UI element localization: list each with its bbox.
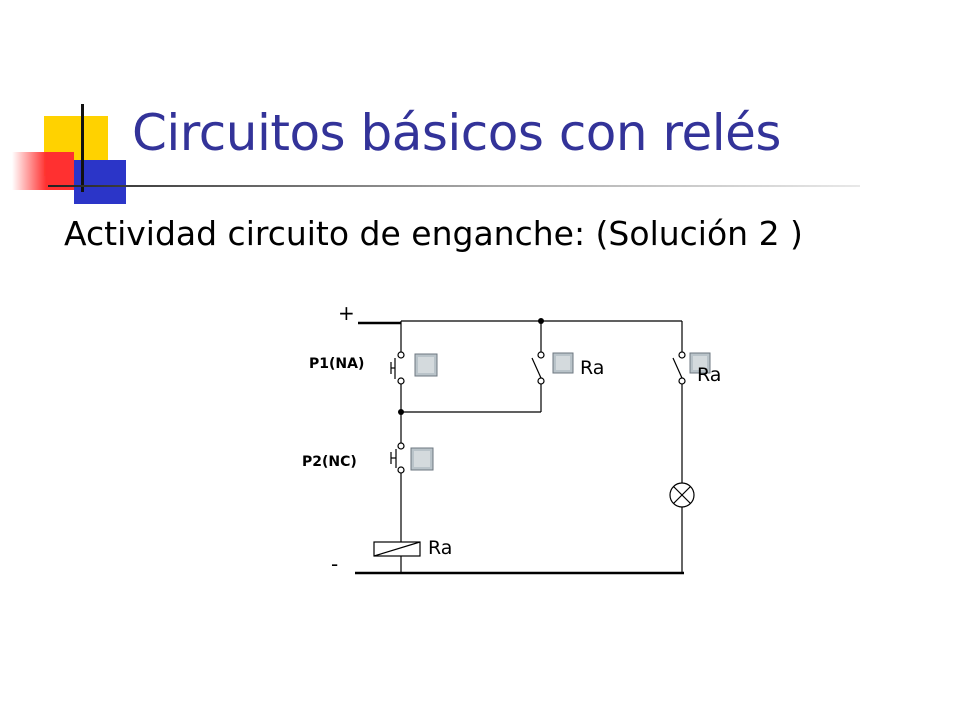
ra-lamp-contact-label: Ra	[697, 364, 721, 386]
decor-vertical-line	[81, 104, 84, 192]
relay-coil-symbol	[373, 541, 421, 557]
junction-dots	[398, 318, 544, 415]
negative-terminal-label: -	[331, 552, 338, 576]
lamp-icon	[669, 482, 695, 508]
p1-label: P1(NA)	[309, 356, 364, 372]
p1-button-icon	[414, 353, 438, 377]
ra-contact-symbol	[531, 351, 545, 385]
positive-terminal-label: +	[338, 301, 355, 325]
circuit-wires	[355, 320, 684, 575]
ra-contact-label: Ra	[580, 357, 604, 379]
slide-subtitle: Actividad circuito de enganche: (Solució…	[64, 214, 803, 253]
p1-pushbutton-symbol	[390, 351, 405, 385]
p2-label: P2(NC)	[302, 454, 357, 470]
ra-lamp-contact-symbol	[672, 351, 686, 385]
ra-coil-label: Ra	[428, 537, 452, 559]
decor-red-square	[12, 152, 74, 190]
ra-contact-icon	[552, 352, 574, 374]
slide-title: Circuitos básicos con relés	[132, 104, 781, 162]
p2-pushbutton-symbol	[390, 442, 405, 474]
p2-button-icon	[410, 447, 434, 471]
title-underline	[48, 185, 860, 187]
ra-lamp-contact-icon	[689, 352, 711, 374]
